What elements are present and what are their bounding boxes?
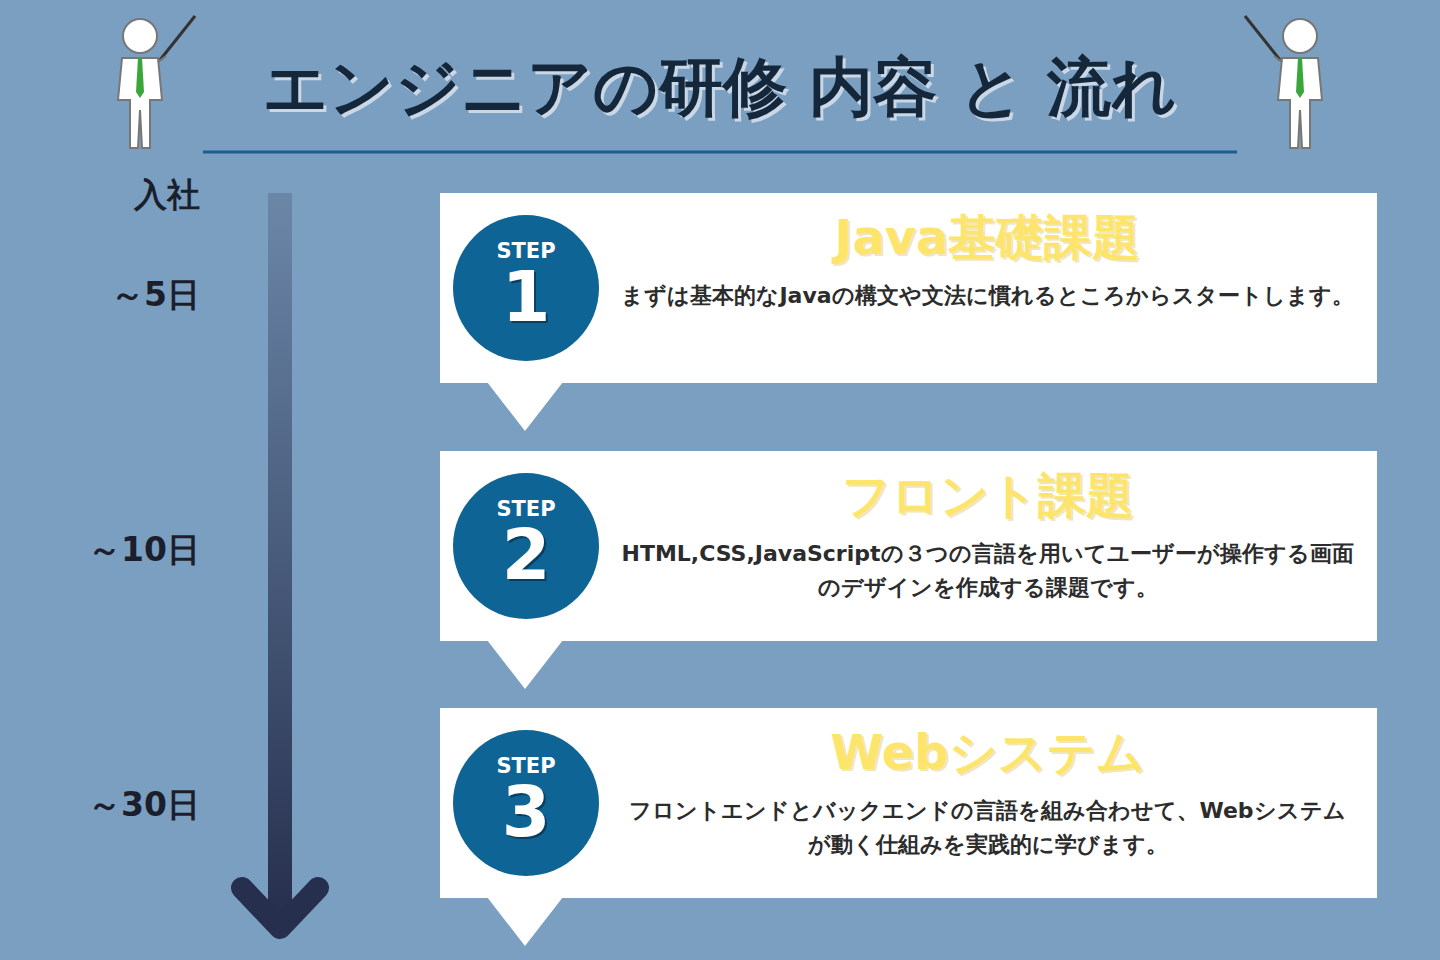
step-number: 3: [453, 774, 599, 851]
timeline-label: 入社: [134, 173, 200, 218]
presenter-figure: [118, 16, 195, 148]
timeline-label: ～30日: [88, 783, 200, 828]
step-heading: フロント課題: [620, 465, 1355, 525]
step-heading: Java基礎課題: [620, 207, 1355, 267]
callout-pointer: [487, 382, 563, 451]
step-text: Webシステムフロントエンドとバックエンドの言語を組み合わせて、Webシステムが…: [620, 722, 1355, 862]
title-underline: [203, 151, 1237, 154]
pointer-triangle: [487, 382, 563, 431]
timeline-head: [242, 888, 318, 928]
timeline-shaft: [268, 193, 292, 923]
step-description: フロントエンドとバックエンドの言語を組み合わせて、Webシステムが動く仕組みを実…: [620, 794, 1355, 862]
step-number: 1: [453, 259, 599, 336]
step-heading: Webシステム: [620, 722, 1355, 782]
timeline-label: ～10日: [88, 528, 200, 573]
step-box: Webシステムフロントエンドとバックエンドの言語を組み合わせて、Webシステムが…: [440, 708, 1377, 898]
step-number: 2: [453, 517, 599, 594]
step-circle: STEP1: [453, 215, 599, 361]
step-box: フロント課題 HTML,CSS,JavaScriptの３つの言語を用いてユーザーが…: [440, 451, 1377, 641]
step-text: Java基礎課題まずは基本的なJavaの構文や文法に慣れるところからスタートしま…: [620, 207, 1355, 313]
step-box: Java基礎課題まずは基本的なJavaの構文や文法に慣れるところからスタートしま…: [440, 193, 1377, 383]
callout-pointer: [487, 640, 563, 708]
step-description: まずは基本的なJavaの構文や文法に慣れるところからスタートします。: [620, 279, 1355, 313]
step-circle: STEP3: [453, 730, 599, 876]
pointer-triangle: [487, 897, 563, 946]
step-text: フロント課題 HTML,CSS,JavaScriptの３つの言語を用いてユーザーが…: [620, 465, 1355, 605]
presenter-figure: [1245, 16, 1322, 148]
pointer-stem: [525, 689, 526, 708]
timeline-label: ～5日: [111, 273, 200, 318]
diagram-title: エンジニアの研修 内容 と 流れ: [0, 44, 1440, 131]
step-description: HTML,CSS,JavaScriptの３つの言語を用いてユーザーが操作する画面…: [620, 537, 1355, 605]
step-circle: STEP2: [453, 473, 599, 619]
pointer-stem: [525, 431, 526, 451]
pointer-triangle: [487, 640, 563, 689]
